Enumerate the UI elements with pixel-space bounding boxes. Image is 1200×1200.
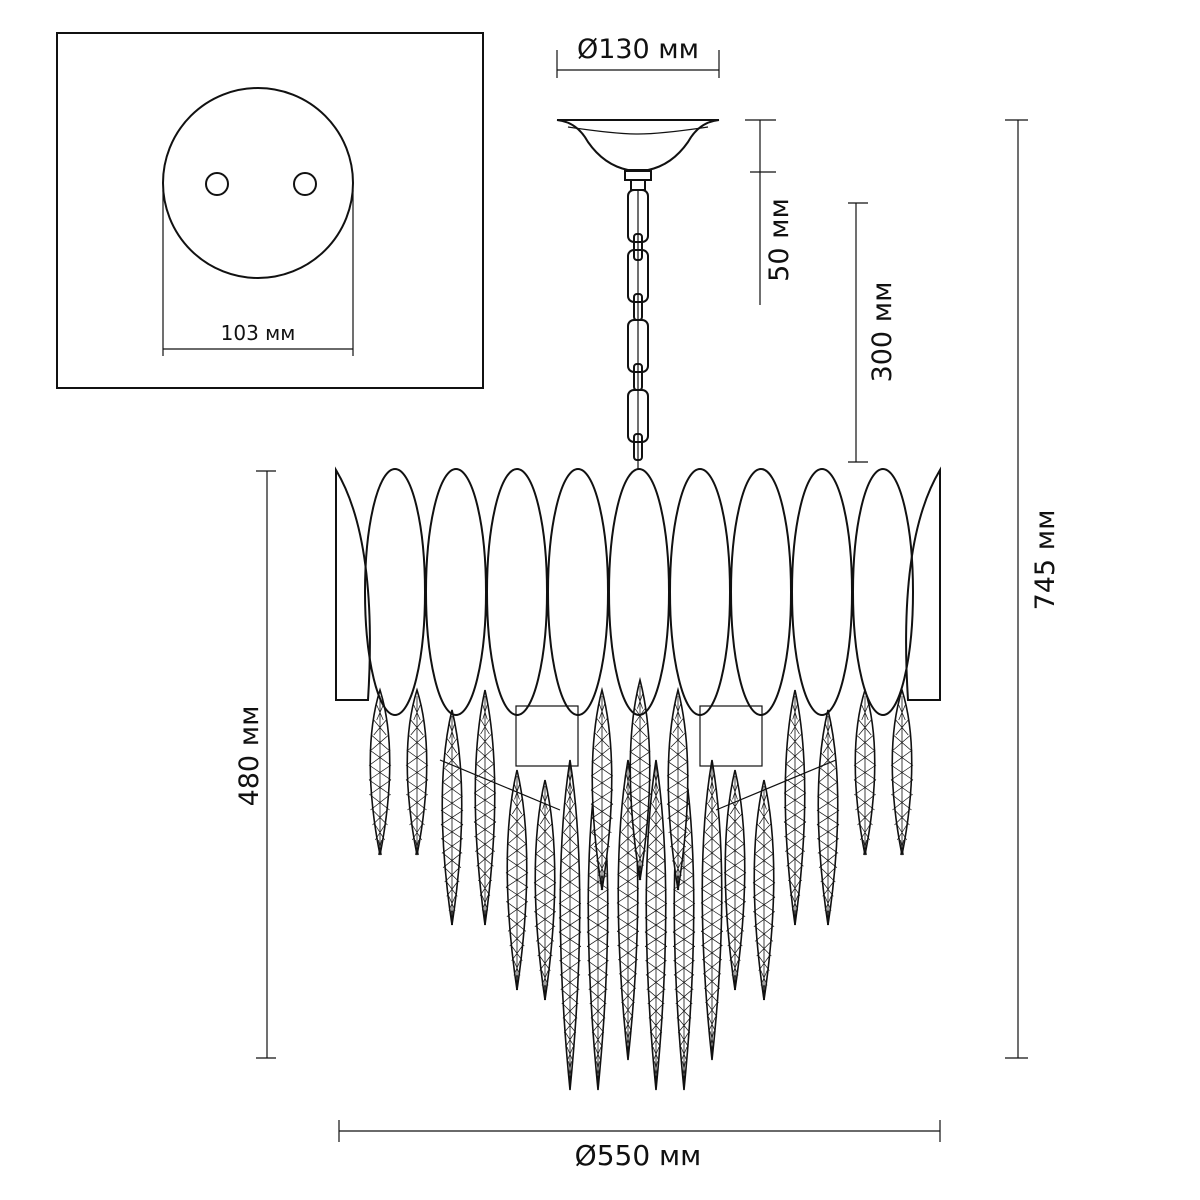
crystal-pendant [644, 759, 668, 1091]
glass-disc [669, 468, 731, 716]
mounting-plate-view: 103 мм [56, 32, 484, 389]
canopy-diameter-label: Ø130 мм [577, 34, 699, 65]
chain-link [627, 189, 649, 243]
crystal-pendant [666, 686, 690, 891]
crystal-pendant [473, 689, 497, 926]
glass-disc [486, 468, 548, 716]
body-height-label: 480 мм [234, 706, 265, 807]
crystal-pendant [700, 759, 724, 1061]
inset-frame [56, 32, 484, 389]
body-diameter-label: Ø550 мм [575, 1139, 702, 1172]
crystal-pendant [533, 779, 557, 1001]
crystal-pendants [368, 676, 914, 1091]
glass-disc [852, 468, 914, 716]
canopy-diameter-dimension: Ø130 мм [556, 34, 720, 78]
glass-disc [547, 468, 609, 716]
crystal-pendant [440, 709, 464, 926]
crystal-pendant [853, 687, 877, 856]
crystal-pendant [783, 689, 807, 926]
total-height-dimension: 745 мм [1005, 119, 1061, 1059]
chain-link-connector [633, 433, 643, 461]
glass-disc [730, 468, 792, 716]
body-height-dimension: 480 мм [234, 470, 276, 1059]
crystal-pendant [816, 709, 840, 926]
glass-disc [425, 468, 487, 716]
crystal-pendant [505, 769, 529, 991]
crystal-pendant [628, 676, 652, 881]
total-height-label: 745 мм [1030, 510, 1061, 611]
chain-link [627, 319, 649, 373]
frame [439, 705, 837, 811]
crystal-pendant [405, 687, 429, 856]
glass-disc [364, 468, 426, 716]
crystal-pendant [590, 686, 614, 891]
crystal-pendant [752, 779, 776, 1001]
plate-dimension-label: 103 мм [221, 321, 296, 345]
mounting-plate [162, 87, 354, 279]
crystal-pendant [558, 759, 582, 1091]
mounting-hole-right [293, 172, 317, 196]
mounting-hole-left [205, 172, 229, 196]
chain-link [627, 389, 649, 443]
chain-length-dimension: 300 мм [848, 202, 898, 463]
canopy [556, 119, 720, 191]
glass-discs [335, 466, 941, 716]
chain-length-label: 300 мм [867, 282, 898, 383]
body-diameter-dimension: Ø550 мм [338, 1120, 941, 1172]
crystal-pendant [368, 687, 392, 856]
glass-disc [791, 468, 853, 716]
chain-link [627, 249, 649, 303]
canopy-height-dimension: 50 мм [745, 119, 795, 305]
glass-disc [608, 468, 670, 716]
chain [627, 189, 649, 470]
crystal-pendant [890, 687, 914, 856]
glass-disc-edge-left [335, 466, 371, 701]
chain-link-connector [633, 233, 643, 261]
crystal-pendant [616, 759, 640, 1061]
crystal-pendant [723, 769, 747, 991]
canopy-height-label: 50 мм [764, 198, 795, 282]
glass-disc-edge-right [905, 466, 941, 701]
